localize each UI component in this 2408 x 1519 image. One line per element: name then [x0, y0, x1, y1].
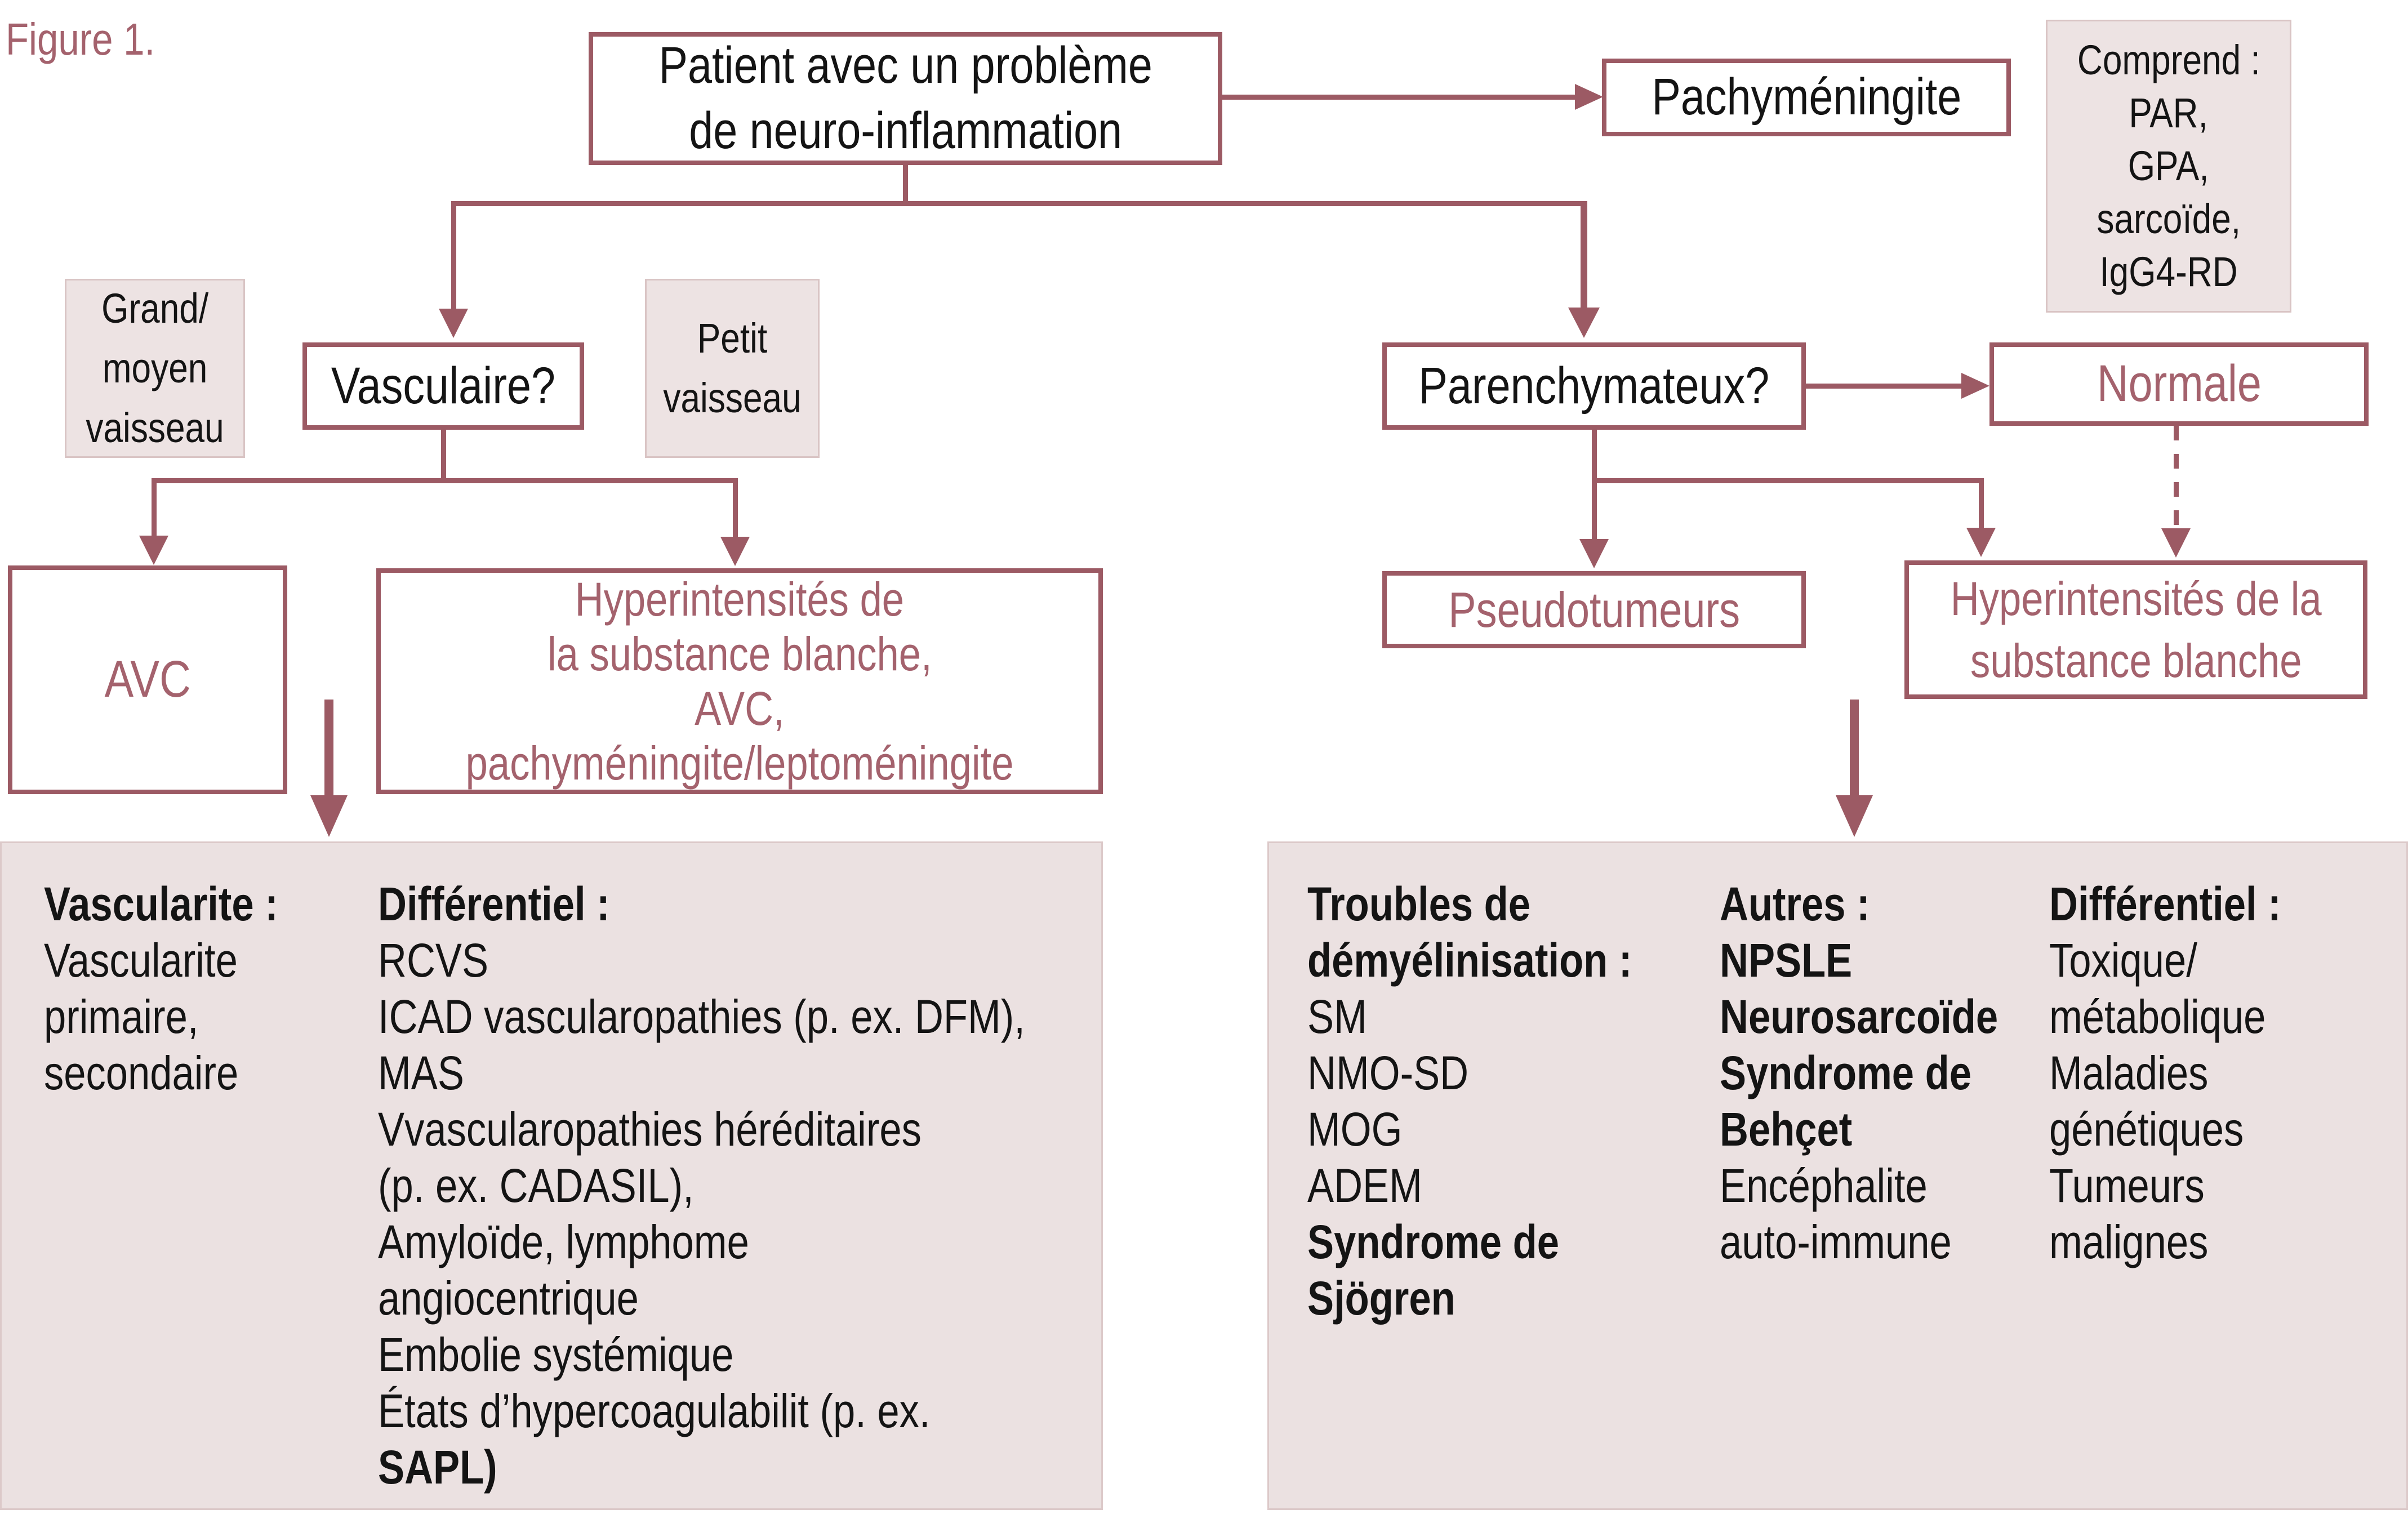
arrow-vasculaire-avc-head — [139, 536, 168, 565]
connector-vasculaire-branch — [152, 478, 737, 483]
connector-patient-drop — [903, 165, 908, 201]
panel-vascularite-col1: Vascularite : Vascularite primaire, seco… — [44, 877, 278, 1099]
arrow-vasculaire-hyperintensites-head — [720, 537, 750, 566]
arrow-split-vasculaire-shaft — [451, 201, 456, 310]
arrow-parenchymateux-pseudotumeurs-head — [1579, 539, 1609, 568]
note-comprend: Comprend : PAR, GPA, sarcoïde, IgG4-RD — [2046, 20, 2291, 313]
node-avc: AVC — [8, 565, 287, 794]
note-petit-vaisseau: Petit vaisseau — [645, 279, 820, 458]
arrow-hyperintensites-panel-head — [1836, 795, 1873, 837]
arrow-parenchymateux-hyperintensites-shaft — [1979, 478, 1984, 530]
panel-parenchymateux-dx: Troubles de démyélinisation : SM NMO-SD … — [1267, 841, 2408, 1510]
arrow-parenchymateux-pseudotumeurs-shaft — [1592, 478, 1597, 541]
arrow-patient-pachymeningite-head — [1575, 84, 1603, 110]
note-grand-moyen-vaisseau: Grand/ moyen vaisseau — [65, 279, 245, 458]
node-vasculaire: Vasculaire? — [302, 342, 584, 430]
arrow-vasculaire-avc-shaft — [152, 478, 157, 538]
node-parenchymateux: Parenchymateux? — [1382, 342, 1806, 430]
arrow-normale-hyperintensites-dashed-head — [2161, 528, 2191, 558]
node-hyperintensites-left: Hyperintensités de la substance blanche,… — [376, 568, 1103, 794]
panel-vascularite-col2: Différentiel : RCVS ICAD vascularopathie… — [378, 877, 1025, 1494]
node-pseudotumeurs: Pseudotumeurs — [1382, 571, 1806, 648]
node-patient: Patient avec un problème de neuro-inflam… — [589, 32, 1222, 165]
connector-parenchymateux-drop — [1592, 430, 1597, 483]
arrow-parenchymateux-hyperintensites-head — [1966, 528, 1996, 557]
node-hyperintensites-right: Hyperintensités de la substance blanche — [1904, 560, 2367, 699]
node-pachymeningite: Pachyméningite — [1602, 59, 2011, 136]
arrow-split-vasculaire-head — [439, 309, 468, 338]
connector-parenchymateux-branch — [1592, 478, 1983, 483]
panel-parenchymateux-col3: Différentiel : Toxique/ métabolique Mala… — [2049, 877, 2281, 1268]
connector-vasculaire-drop — [441, 430, 446, 483]
figure-title: Figure 1. — [6, 14, 155, 64]
arrow-vasculaire-hyperintensites-shaft — [733, 478, 738, 539]
arrow-parenchymateux-normale-shaft — [1806, 384, 1964, 389]
arrow-hyperintensites-panel-shaft — [1850, 700, 1859, 798]
arrow-avc-panel-shaft — [324, 700, 333, 798]
panel-parenchymateux-col2: Autres : NPSLE Neurosarcoïde Syndrome de… — [1720, 877, 1998, 1268]
panel-vascularite: Vascularite : Vascularite primaire, seco… — [0, 841, 1103, 1510]
connector-patient-branch — [451, 201, 1587, 206]
arrow-patient-pachymeningite-shaft — [1222, 95, 1577, 100]
arrow-avc-panel-head — [310, 795, 348, 837]
arrow-split-parenchymateux-shaft — [1581, 201, 1587, 309]
arrow-parenchymateux-normale-head — [1961, 373, 1989, 399]
arrow-split-parenchymateux-head — [1568, 308, 1600, 338]
node-normale: Normale — [1989, 342, 2369, 426]
panel-parenchymateux-col1: Troubles de démyélinisation : SM NMO-SD … — [1307, 877, 1632, 1325]
arrow-normale-hyperintensites-dashed-shaft — [2174, 426, 2179, 529]
